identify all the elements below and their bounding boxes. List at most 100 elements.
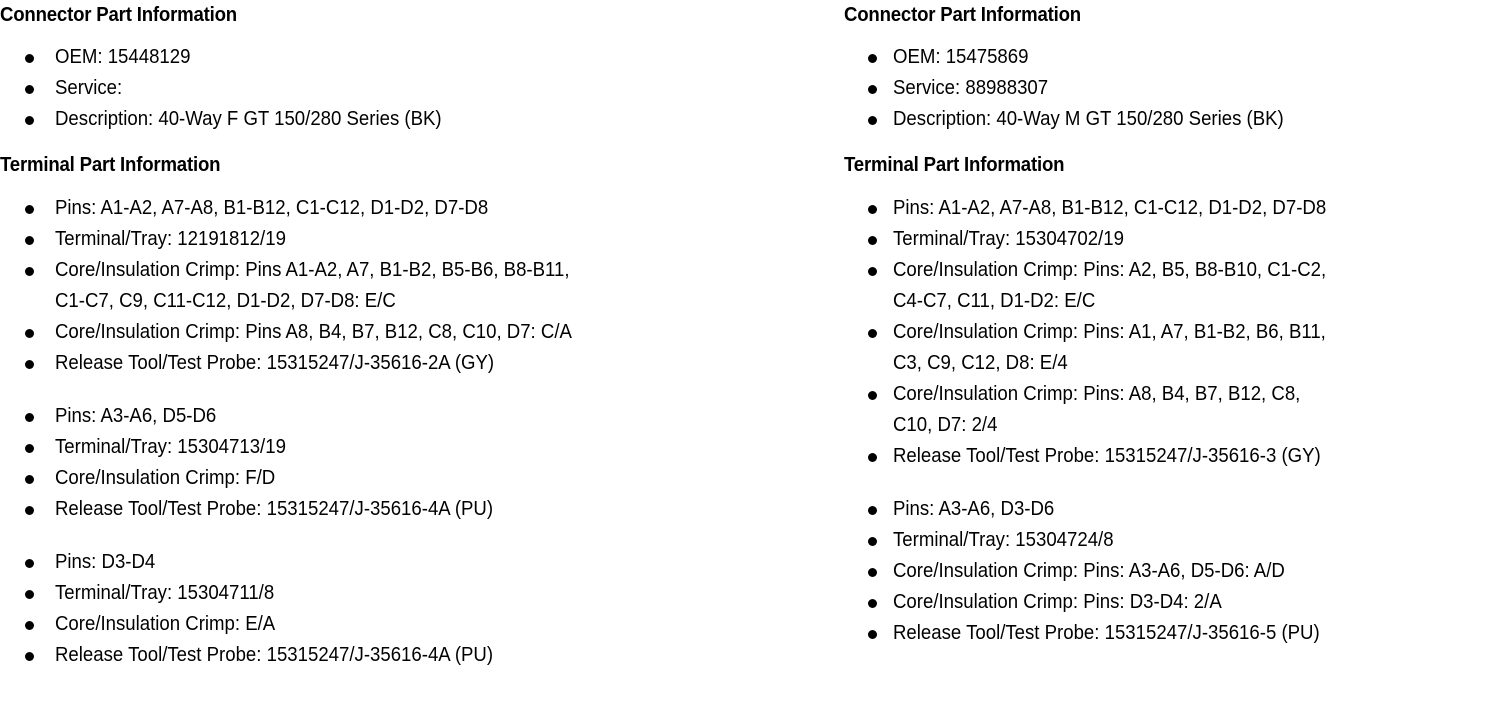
right-connector-part-information-heading: Connector Part Information [844,4,1081,26]
list-item-label: Pins: A3-A6, D5-D6 [55,405,217,427]
list-item: Core/Insulation Crimp: Pins: D3-D4: 2/A [844,587,1504,618]
list-item-label: Pins: A1-A2, A7-A8, B1-B12, C1-C12, D1-D… [893,197,1327,219]
bullet-dot-icon [25,559,34,568]
terminal-part-group: Pins: A1-A2, A7-A8, B1-B12, C1-C12, D1-D… [0,193,830,379]
list-item-label: Release Tool/Test Probe: 15315247/J-3561… [893,622,1320,644]
list-item: Terminal/Tray: 15304711/8 [0,578,830,609]
list-item-label: Service: 88988307 [893,77,1049,99]
bullet-dot-icon [25,267,34,276]
bullet-dot-icon [25,360,34,369]
left-connector-part-information-heading: Connector Part Information [0,4,237,26]
list-item-label: OEM: 15448129 [55,46,191,68]
bullet-dot-icon [868,205,877,214]
right-column: Connector Part Information OEM: 15475869… [844,0,1504,649]
bullet-dot-icon [868,236,877,245]
list-item: Pins: D3-D4 [0,547,830,578]
list-item: OEM: 15475869 [844,42,1504,73]
list-item-label: Core/Insulation Crimp: Pins A8, B4, B7, … [55,321,572,343]
list-item-label: Terminal/Tray: 15304713/19 [55,436,286,458]
list-item-label: Release Tool/Test Probe: 15315247/J-3561… [893,445,1321,467]
list-item-label: Pins: A3-A6, D3-D6 [893,498,1055,520]
bullet-dot-icon [868,537,877,546]
list-item-label: Terminal/Tray: 15304724/8 [893,529,1114,551]
list-item-label: Pins: D3-D4 [55,551,156,573]
bullet-dot-icon [25,236,34,245]
list-item: Release Tool/Test Probe: 15315247/J-3561… [0,494,830,525]
right-terminal-part-information-heading: Terminal Part Information [844,154,1065,176]
bullet-dot-icon [25,621,34,630]
list-item-label: Core/Insulation Crimp: Pins: A8, B4, B7,… [893,383,1301,436]
list-item: Core/Insulation Crimp: F/D [0,463,830,494]
list-item-label: OEM: 15475869 [893,46,1029,68]
bullet-dot-icon [25,444,34,453]
list-item-label: Core/Insulation Crimp: Pins: A1, A7, B1-… [893,321,1326,374]
bullet-dot-icon [25,590,34,599]
list-item: Terminal/Tray: 12191812/19 [0,224,830,255]
bullet-dot-icon [25,54,34,63]
bullet-dot-icon [25,116,34,125]
bullet-dot-icon [868,599,877,608]
list-item: Service: [0,73,830,104]
bullet-dot-icon [868,54,877,63]
list-item-label: Release Tool/Test Probe: 15315247/J-3561… [55,498,494,520]
bullet-dot-icon [868,85,877,94]
list-item: Core/Insulation Crimp: Pins A8, B4, B7, … [0,317,830,348]
list-item-label: Core/Insulation Crimp: Pins: A2, B5, B8-… [893,259,1327,312]
list-item-label: Description: 40-Way F GT 150/280 Series … [55,108,442,130]
terminal-part-group: Pins: A1-A2, A7-A8, B1-B12, C1-C12, D1-D… [844,193,1504,472]
list-item: Core/Insulation Crimp: Pins: A3-A6, D5-D… [844,556,1504,587]
list-item-label: Core/Insulation Crimp: Pins A1-A2, A7, B… [55,259,570,312]
list-item: Core/Insulation Crimp: E/A [0,609,830,640]
list-item-label: Service: [55,77,123,99]
bullet-dot-icon [868,267,877,276]
list-item: Pins: A1-A2, A7-A8, B1-B12, C1-C12, D1-D… [0,193,830,224]
bullet-dot-icon [868,329,877,338]
left-terminal-part-information-heading: Terminal Part Information [0,154,221,176]
bullet-dot-icon [868,506,877,515]
list-item-label: Core/Insulation Crimp: F/D [55,467,276,489]
bullet-dot-icon [25,475,34,484]
bullet-dot-icon [25,506,34,515]
list-item: Core/Insulation Crimp: Pins: A2, B5, B8-… [844,255,1504,317]
list-item-label: Core/Insulation Crimp: E/A [55,613,276,635]
list-item: Terminal/Tray: 15304713/19 [0,432,830,463]
list-item-label: Core/Insulation Crimp: Pins: A3-A6, D5-D… [893,560,1285,582]
list-item: OEM: 15448129 [0,42,830,73]
list-item: Description: 40-Way F GT 150/280 Series … [0,104,830,135]
list-item-label: Release Tool/Test Probe: 15315247/J-3561… [55,644,494,666]
bullet-dot-icon [25,85,34,94]
list-item-label: Pins: A1-A2, A7-A8, B1-B12, C1-C12, D1-D… [55,197,489,219]
list-item-label: Release Tool/Test Probe: 15315247/J-3561… [55,352,495,374]
right-terminal-groups: Pins: A1-A2, A7-A8, B1-B12, C1-C12, D1-D… [844,193,1504,649]
list-item: Terminal/Tray: 15304724/8 [844,525,1504,556]
list-item-label: Terminal/Tray: 12191812/19 [55,228,286,250]
list-item: Pins: A3-A6, D5-D6 [0,401,830,432]
bullet-dot-icon [25,652,34,661]
list-item: Core/Insulation Crimp: Pins A1-A2, A7, B… [0,255,830,317]
list-item: Release Tool/Test Probe: 15315247/J-3561… [0,348,830,379]
list-item: Terminal/Tray: 15304702/19 [844,224,1504,255]
list-item: Pins: A1-A2, A7-A8, B1-B12, C1-C12, D1-D… [844,193,1504,224]
bullet-dot-icon [868,568,877,577]
bullet-dot-icon [868,630,877,639]
list-item: Release Tool/Test Probe: 15315247/J-3561… [844,441,1504,472]
list-item: Release Tool/Test Probe: 15315247/J-3561… [844,618,1504,649]
list-item: Core/Insulation Crimp: Pins: A1, A7, B1-… [844,317,1504,379]
list-item: Description: 40-Way M GT 150/280 Series … [844,104,1504,135]
list-item-label: Core/Insulation Crimp: Pins: D3-D4: 2/A [893,591,1222,613]
left-terminal-groups: Pins: A1-A2, A7-A8, B1-B12, C1-C12, D1-D… [0,193,830,671]
bullet-dot-icon [868,116,877,125]
list-item: Service: 88988307 [844,73,1504,104]
left-column: Connector Part Information OEM: 15448129… [0,4,830,671]
bullet-dot-icon [25,329,34,338]
list-item-label: Terminal/Tray: 15304702/19 [893,228,1124,250]
list-item-label: Terminal/Tray: 15304711/8 [55,582,275,604]
list-item: Pins: A3-A6, D3-D6 [844,494,1504,525]
bullet-dot-icon [25,205,34,214]
list-item-label: Description: 40-Way M GT 150/280 Series … [893,108,1284,130]
